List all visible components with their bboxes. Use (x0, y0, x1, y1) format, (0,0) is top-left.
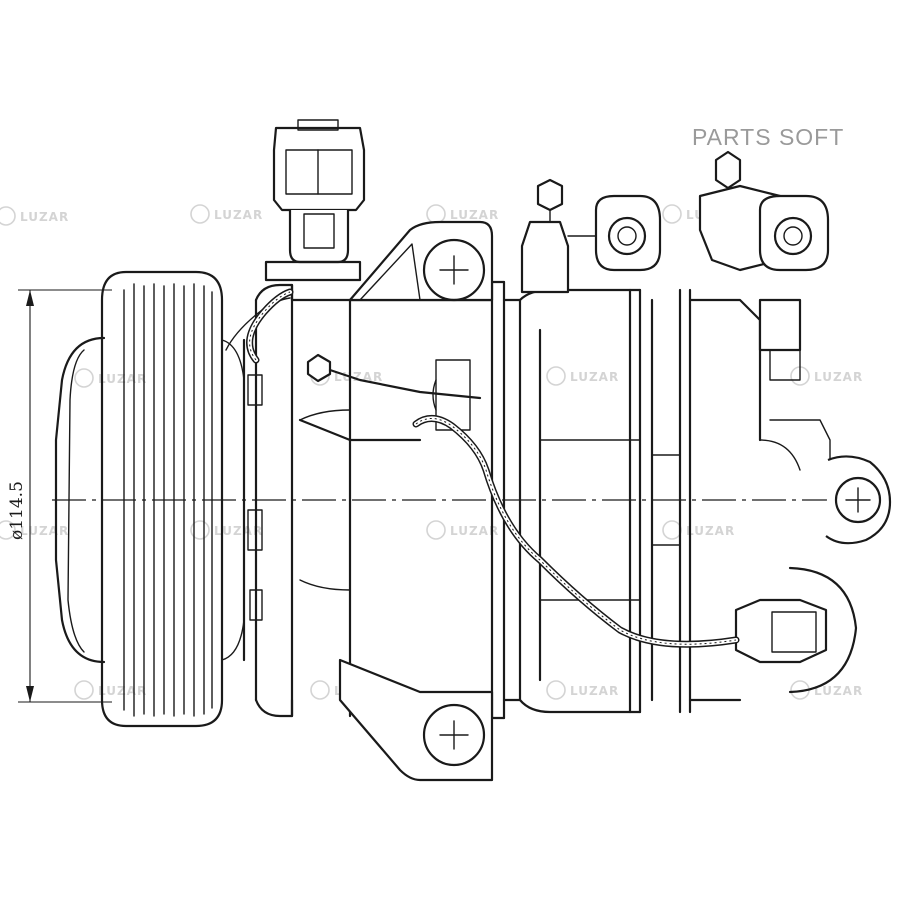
svg-text:LUZAR: LUZAR (98, 372, 147, 386)
discharge-port (698, 150, 830, 381)
top-connector (264, 119, 366, 282)
suction-port (520, 178, 662, 294)
clutch-plate (54, 336, 106, 664)
svg-text:LUZAR: LUZAR (570, 684, 619, 698)
watermark-logo: LUZAR (426, 204, 499, 224)
svg-text:LUZAR: LUZAR (20, 210, 69, 224)
watermark-logo: LUZAR (74, 680, 147, 700)
brand-logo-text: PARTS SOFT (692, 124, 844, 150)
bottom-mounting-ear (338, 658, 494, 782)
rear-mounting-lug (825, 455, 892, 545)
watermark-logo: LUZAR (190, 204, 263, 224)
svg-text:LUZAR: LUZAR (814, 684, 863, 698)
pulley (100, 270, 245, 728)
svg-text:LUZAR: LUZAR (20, 524, 69, 538)
svg-text:LUZAR: LUZAR (98, 684, 147, 698)
svg-text:LUZAR: LUZAR (686, 524, 735, 538)
svg-text:LUZAR: LUZAR (334, 370, 383, 384)
svg-text:LUZAR: LUZAR (214, 524, 263, 538)
watermark-logo: LUZAR (0, 206, 69, 226)
svg-text:LUZAR: LUZAR (814, 370, 863, 384)
svg-text:LUZAR: LUZAR (570, 370, 619, 384)
watermark-logo: LUZAR (546, 366, 619, 386)
diameter-dimension: ø114.5 (7, 289, 112, 703)
svg-text:LUZAR: LUZAR (214, 208, 263, 222)
watermark-logo: LUZAR (426, 520, 499, 540)
watermark-logo: LUZAR (790, 366, 863, 386)
top-mounting-ear (348, 220, 494, 302)
wire-harness (246, 288, 740, 648)
diameter-label: ø114.5 (7, 481, 27, 540)
bracket-arm (298, 353, 482, 442)
watermark-logo: LUZAR (662, 520, 735, 540)
svg-text:LUZAR: LUZAR (450, 524, 499, 538)
watermark-logo: LUZAR (190, 520, 263, 540)
watermark-logo: LUZAR (74, 368, 147, 388)
svg-text:LUZAR: LUZAR (450, 208, 499, 222)
pressure-sensor-connector (734, 566, 858, 694)
watermark-logo: LUZAR (546, 680, 619, 700)
